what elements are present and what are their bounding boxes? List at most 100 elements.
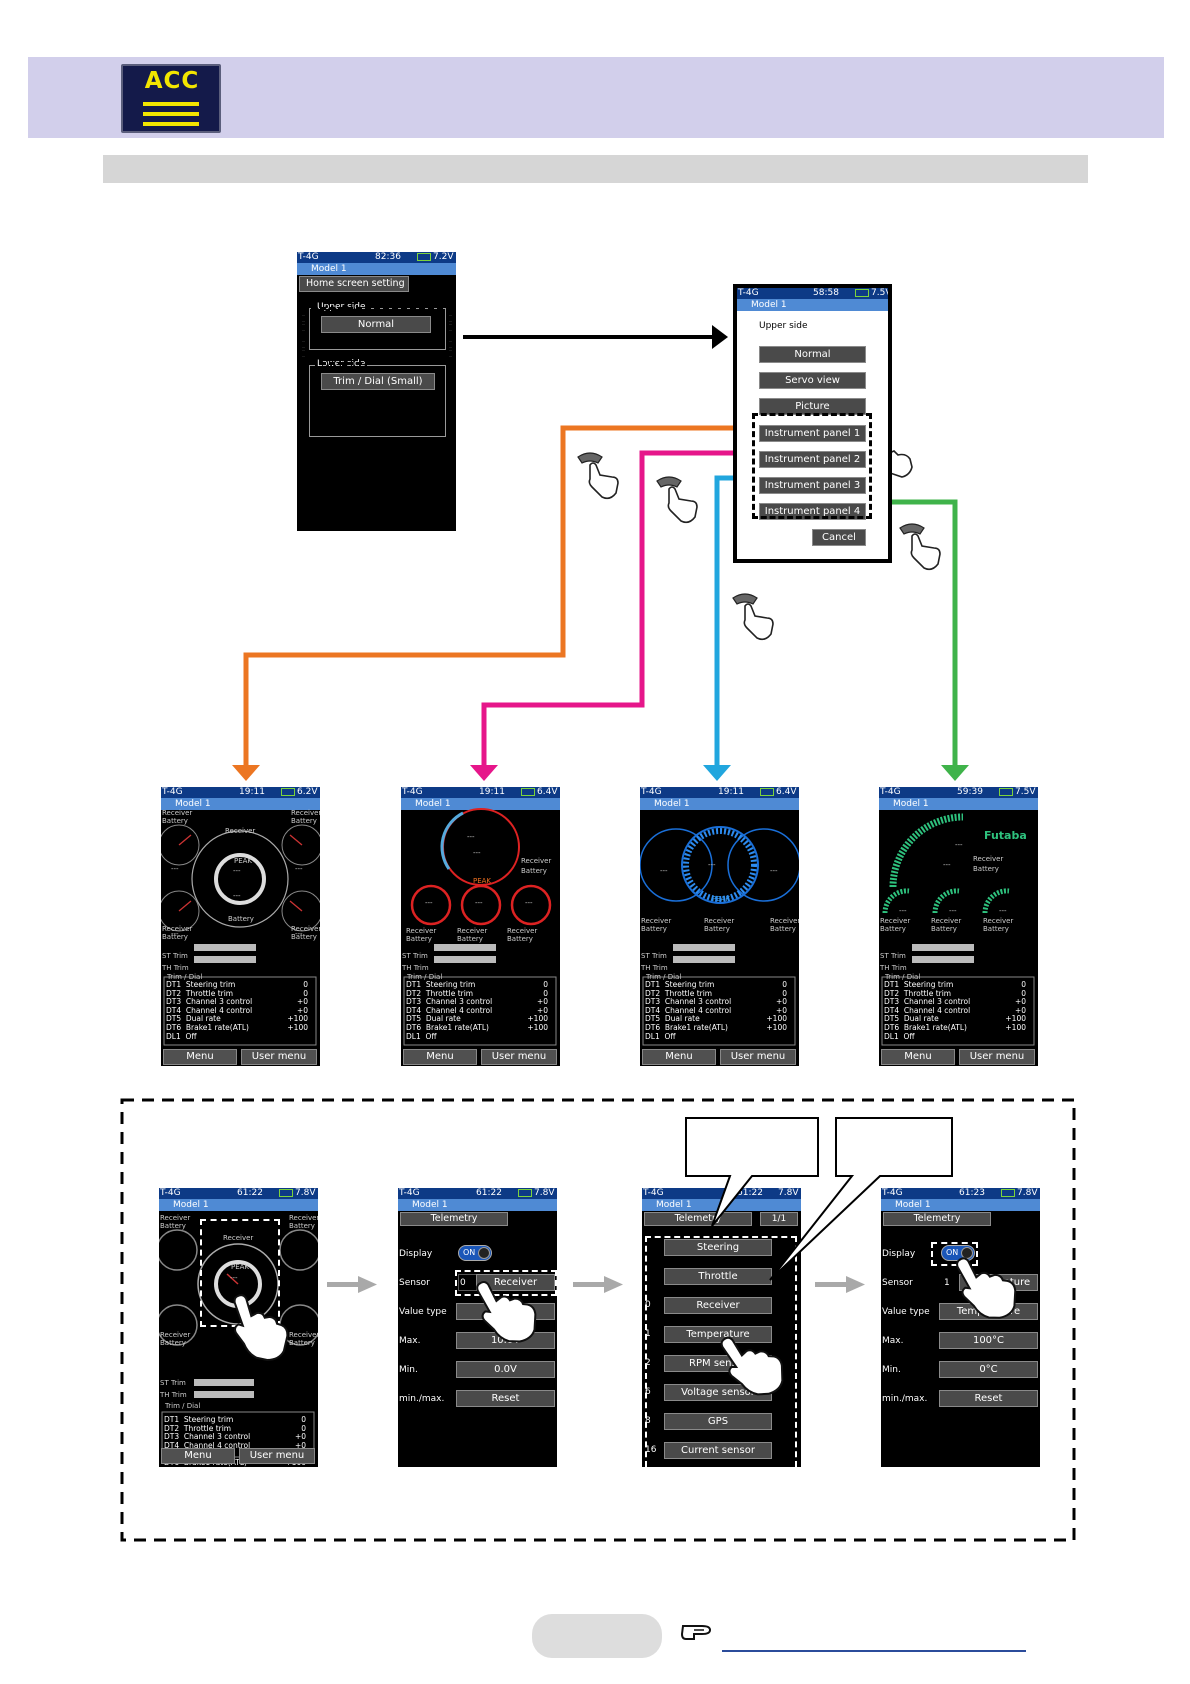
menu-button[interactable]: Menu — [163, 1049, 237, 1065]
cancel-button[interactable]: Cancel — [812, 529, 866, 546]
trim-row: DT4 Channel 4 control+0 — [406, 1005, 548, 1015]
upper-side-highlight — [302, 307, 452, 365]
battery-icon — [855, 289, 869, 297]
trim-row: DT4 Channel 4 control+0 — [166, 1005, 308, 1015]
option-instrument-panel-2[interactable]: Instrument panel 2 — [759, 451, 866, 468]
gauges — [640, 826, 799, 1046]
model-bar: Model 1 — [297, 263, 456, 275]
trim-row: DT3 Channel 3 control+0 — [645, 997, 787, 1007]
section-title-bar — [103, 155, 1088, 183]
lower-side-button[interactable]: Trim / Dial (Small) — [321, 373, 435, 390]
trim-row: DT6 Brake1 rate(ATL)+100 — [406, 1022, 548, 1032]
trim-row: DT3 Channel 3 control+0 — [406, 997, 548, 1007]
reference-link-underline — [722, 1650, 1026, 1652]
trim-row: DT3 Channel 3 control+0 — [884, 997, 1026, 1007]
gauges — [403, 808, 557, 1046]
pointing-hand-icon — [680, 1625, 712, 1640]
battery-icon — [999, 788, 1013, 796]
logo-text: ACC — [144, 68, 200, 94]
sensor-option[interactable]: Steering — [664, 1239, 772, 1256]
hand-icon-3 — [714, 1320, 792, 1407]
option-instrument-panel-1[interactable]: Instrument panel 1 — [759, 425, 866, 442]
user-menu-button[interactable]: User menu — [481, 1049, 557, 1065]
gauges — [881, 813, 1035, 1046]
trim-row: DL1 Off — [884, 1031, 915, 1041]
trim-row: DT5 Dual rate+100 — [166, 1014, 308, 1024]
trim-row: DT4 Channel 4 control+0 — [164, 1440, 306, 1450]
display-toggle[interactable]: ON — [458, 1245, 492, 1261]
trim-row: DT3 Channel 3 control+0 — [166, 997, 308, 1007]
sensor-option[interactable]: Current sensor — [664, 1442, 772, 1459]
menu-button[interactable]: Menu — [881, 1049, 955, 1065]
user-menu-button[interactable]: User menu — [239, 1448, 315, 1464]
sensor-option[interactable]: Throttle — [664, 1268, 772, 1285]
menu-button[interactable]: Menu — [403, 1049, 477, 1065]
futaba-logo: Futaba — [984, 829, 1027, 842]
option-instrument-panel-3[interactable]: Instrument panel 3 — [759, 477, 866, 494]
hand-icon-4 — [950, 1244, 1024, 1329]
sensor-option[interactable]: GPS — [664, 1413, 772, 1430]
option-normal[interactable]: Normal — [759, 346, 866, 363]
menu-button[interactable]: Menu — [642, 1049, 716, 1065]
trim-row: DT5 Dual rate+100 — [884, 1014, 1026, 1024]
user-menu-button[interactable]: User menu — [959, 1049, 1035, 1065]
trim-row: DT3 Channel 3 control+0 — [164, 1432, 306, 1442]
menu-button[interactable]: Menu — [161, 1448, 235, 1464]
sensor-option[interactable]: Receiver — [664, 1297, 772, 1314]
instrument-panels-highlight — [752, 413, 872, 519]
trim-row: DT6 Brake1 rate(ATL)+100 — [884, 1022, 1026, 1032]
trim-row: DT6 Brake1 rate(ATL)+100 — [166, 1022, 308, 1032]
trim-row: DT4 Channel 4 control+0 — [884, 1005, 1026, 1015]
user-menu-button[interactable]: User menu — [720, 1049, 796, 1065]
screen-title: Home screen setting — [299, 276, 409, 292]
upper-side-button[interactable]: Normal — [321, 316, 431, 333]
trim-row: DL1 Off — [645, 1031, 676, 1041]
page-number-pill — [532, 1614, 662, 1658]
trim-row: DT5 Dual rate+100 — [645, 1014, 787, 1024]
option-servo-view[interactable]: Servo view — [759, 372, 866, 389]
trim-row: DL1 Off — [166, 1031, 197, 1041]
option-instrument-panel-4[interactable]: Instrument panel 4 — [759, 503, 866, 520]
sensor-select[interactable]: Receiver — [476, 1274, 555, 1291]
battery-icon — [760, 788, 774, 796]
hand-icon-2 — [470, 1267, 544, 1352]
trim-row: DT6 Brake1 rate(ATL)+100 — [645, 1022, 787, 1032]
battery-icon — [417, 253, 431, 261]
hand-icon-1 — [228, 1287, 293, 1366]
trim-row: DL1 Off — [406, 1031, 437, 1041]
gauges — [161, 824, 320, 1046]
acc-logo: ACC — [121, 64, 221, 133]
display-toggle[interactable]: ON — [941, 1245, 975, 1261]
trim-row: DT4 Channel 4 control+0 — [645, 1005, 787, 1015]
battery-icon — [281, 788, 295, 796]
sensor-option[interactable]: Temperature — [664, 1326, 772, 1343]
trim-row: DT5 Dual rate+100 — [406, 1014, 548, 1024]
user-menu-button[interactable]: User menu — [241, 1049, 317, 1065]
battery-icon — [521, 788, 535, 796]
